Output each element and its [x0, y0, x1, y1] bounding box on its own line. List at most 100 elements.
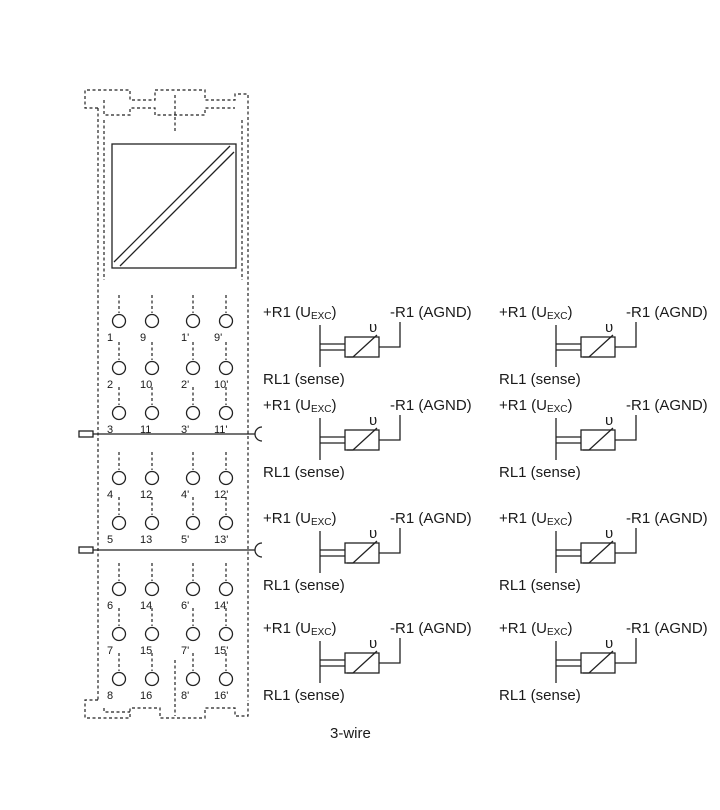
- plus-r1-label: +R1 (UEXC): [263, 304, 337, 322]
- terminal-2: 2: [107, 342, 127, 391]
- terminal-label: 12': [214, 489, 228, 501]
- terminal-7': 7': [181, 608, 201, 657]
- terminal-grid: 123456789101112131415161'2'3'4'5'6'7'8'9…: [107, 295, 234, 702]
- terminal-label: 4: [107, 489, 113, 501]
- plus-r1-label: +R1 (UEXC): [499, 620, 573, 638]
- rl1-sense-label: RL1 (sense): [499, 577, 581, 594]
- terminal-1: 1: [107, 295, 127, 344]
- rl1-sense-label: RL1 (sense): [499, 687, 581, 704]
- rtd-sensor-icon: [344, 336, 380, 358]
- rtd-sensor-icon: [580, 652, 616, 674]
- shield-bar-2: [78, 542, 263, 558]
- plus-r1-label: +R1 (UEXC): [499, 510, 573, 528]
- terminal-label: 8: [107, 690, 113, 702]
- terminal-label: 15: [140, 645, 152, 657]
- rtd-sensor-icon: [344, 429, 380, 451]
- terminal-label: 4': [181, 489, 189, 501]
- minus-r1-label: -R1 (AGND): [390, 620, 472, 637]
- terminal-10: 10: [140, 342, 160, 391]
- temperature-symbol: υ: [605, 412, 613, 429]
- diagram-caption: 3-wire: [330, 725, 371, 742]
- terminal-label: 12: [140, 489, 152, 501]
- temperature-symbol: υ: [605, 635, 613, 652]
- terminal-4: 4: [107, 452, 127, 501]
- module-housing: [84, 89, 249, 719]
- shield-bar-1: [78, 426, 263, 442]
- terminal-label: 13: [140, 534, 152, 546]
- minus-r1-label: -R1 (AGND): [626, 620, 708, 637]
- plus-r1-label: +R1 (UEXC): [499, 397, 573, 415]
- temperature-symbol: υ: [605, 319, 613, 336]
- terminal-label: 3: [107, 424, 113, 436]
- rl1-sense-label: RL1 (sense): [499, 371, 581, 388]
- rtd-sensor-icon: [580, 429, 616, 451]
- minus-r1-label: -R1 (AGND): [626, 304, 708, 321]
- terminal-5': 5': [181, 497, 201, 546]
- terminal-7: 7: [107, 608, 127, 657]
- terminal-14': 14': [214, 563, 234, 612]
- terminal-6': 6': [181, 563, 201, 612]
- terminal-label: 2: [107, 379, 113, 391]
- plus-r1-label: +R1 (UEXC): [263, 397, 337, 415]
- terminal-6: 6: [107, 563, 127, 612]
- terminal-label: 16: [140, 690, 152, 702]
- terminal-label: 11: [140, 424, 151, 436]
- minus-r1-label: -R1 (AGND): [626, 397, 708, 414]
- terminal-13: 13: [140, 497, 160, 546]
- terminal-label: 3': [181, 424, 189, 436]
- terminal-label: 15': [214, 645, 228, 657]
- terminal-11: 11: [140, 387, 160, 436]
- terminal-9': 9': [214, 295, 234, 344]
- terminal-label: 5': [181, 534, 189, 546]
- terminal-label: 7': [181, 645, 189, 657]
- terminal-8': 8': [181, 653, 201, 702]
- terminal-label: 10': [214, 379, 228, 391]
- terminal-label: 8': [181, 690, 189, 702]
- terminal-label: 10: [140, 379, 152, 391]
- minus-r1-label: -R1 (AGND): [390, 304, 472, 321]
- terminal-label: 13': [214, 534, 228, 546]
- terminal-16: 16: [140, 653, 160, 702]
- terminal-label: 11': [214, 424, 228, 436]
- terminal-label: 6: [107, 600, 113, 612]
- terminal-label: 9': [214, 332, 222, 344]
- terminal-label: 16': [214, 690, 228, 702]
- terminal-15': 15': [214, 608, 234, 657]
- rl1-sense-label: RL1 (sense): [499, 464, 581, 481]
- terminal-16': 16': [214, 653, 234, 702]
- temperature-symbol: υ: [369, 319, 377, 336]
- terminal-label: 9: [140, 332, 146, 344]
- terminal-10': 10': [214, 342, 234, 391]
- rtd-sensor-icon: [580, 542, 616, 564]
- minus-r1-label: -R1 (AGND): [390, 397, 472, 414]
- plus-r1-label: +R1 (UEXC): [263, 510, 337, 528]
- terminal-1': 1': [181, 295, 201, 344]
- terminal-label: 1': [181, 332, 189, 344]
- terminal-3: 3: [107, 387, 127, 436]
- rl1-sense-label: RL1 (sense): [263, 687, 345, 704]
- terminal-9: 9: [140, 295, 160, 344]
- minus-r1-label: -R1 (AGND): [390, 510, 472, 527]
- temperature-symbol: υ: [369, 525, 377, 542]
- temperature-symbol: υ: [369, 635, 377, 652]
- terminal-label: 2': [181, 379, 189, 391]
- terminal-12: 12: [140, 452, 160, 501]
- terminal-5: 5: [107, 497, 127, 546]
- rl1-sense-label: RL1 (sense): [263, 371, 345, 388]
- terminal-label: 5: [107, 534, 113, 546]
- terminal-15: 15: [140, 608, 160, 657]
- terminal-4': 4': [181, 452, 201, 501]
- terminal-label: 14: [140, 600, 152, 612]
- rtd-sensor-icon: [344, 542, 380, 564]
- terminal-label: 14': [214, 600, 228, 612]
- temperature-symbol: υ: [605, 525, 613, 542]
- terminal-12': 12': [214, 452, 234, 501]
- rtd-sensor-icon: [580, 336, 616, 358]
